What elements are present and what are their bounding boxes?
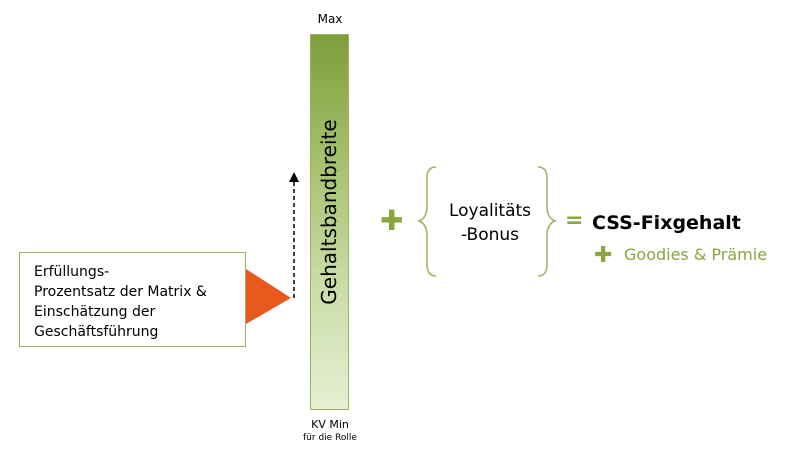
equals-sign: = [565, 208, 584, 233]
input-line-3: Einschätzung der [34, 304, 156, 320]
loyalty-bonus-label: Loyalitäts -Bonus [432, 199, 548, 247]
bar-max-label: Max [317, 12, 343, 26]
performance-input-box: Erfüllungs- Prozentsatz der Matrix & Ein… [19, 252, 246, 347]
plus-icon-small: ✚ [594, 243, 613, 268]
goodies-label: Goodies & Prämie [624, 245, 768, 264]
loyalty-bonus-line-2: -Bonus [461, 225, 519, 245]
bar-min-sublabel: für die Rolle [303, 433, 357, 443]
input-line-1: Erfüllungs- [34, 264, 110, 280]
dashed-arrow-head [289, 172, 299, 182]
input-line-4: Geschäftsführung [34, 324, 159, 340]
loyalty-bonus-line-1: Loyalitäts [448, 201, 532, 221]
bar-min-label: KV Min [311, 418, 349, 431]
plus-icon: ✚ [380, 204, 404, 237]
right-brace [537, 166, 558, 277]
result-label: CSS-Fixgehalt [592, 212, 741, 234]
left-brace [416, 166, 437, 277]
input-line-2: Prozentsatz der Matrix & [34, 284, 207, 300]
orange-pointer-triangle [246, 269, 291, 324]
salary-band-bar [310, 34, 349, 410]
